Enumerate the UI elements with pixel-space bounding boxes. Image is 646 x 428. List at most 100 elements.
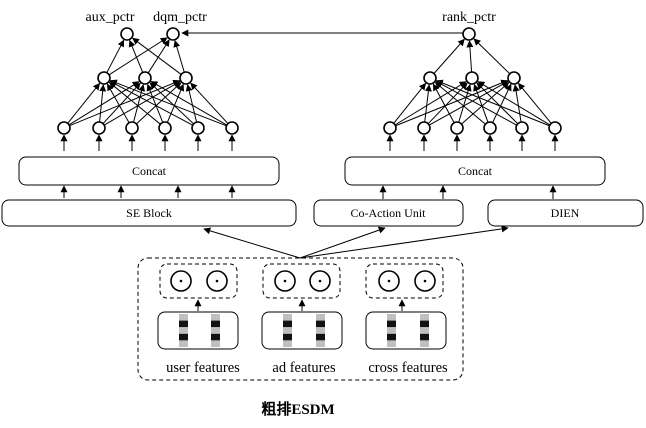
feature-cell-0-0-4 [179,340,188,347]
feature-cell-0-1-0 [211,314,220,321]
output-label-dqm-pctr: dqm_pctr [153,10,207,25]
feature-cell-1-0-1 [283,320,292,328]
edge-left-l1-0-l2-1 [68,81,140,126]
left-layer2-node-1 [138,71,152,85]
edge-right-l1-3-l2-2 [492,83,512,123]
right-layer1-node-4 [515,121,529,135]
edge-left-l1-3-l2-0 [108,81,161,125]
concat-left-label: Concat [132,164,167,178]
edge-right-l1-2-l2-0 [432,83,455,123]
edge-left-l2-1-out-0 [128,39,144,73]
output-label-rank-pctr: rank_pctr [442,10,496,25]
edge-left-l1-2-l2-0 [106,83,130,124]
edge-left-l1-5-l2-2 [190,82,229,124]
arrow-features-to-dien [299,225,509,259]
edge-left-l1-3-l2-2 [166,83,185,123]
right-layer2-node-2 [507,71,521,85]
feature-cell-2-1-4 [420,340,429,347]
edge-left-l2-0-out-0 [106,39,125,73]
right-layer1-node-2 [450,121,464,135]
left-layer2-node-0 [97,71,111,85]
edge-left-l1-5-l2-1 [150,81,228,126]
edge-left-l1-0-l2-0 [67,82,101,124]
diagram-title: 粗排ESDM [261,400,334,418]
edge-left-l1-4-l2-1 [149,82,194,125]
embedding-dot-0-0 [179,279,183,283]
edge-right-l1-5-l2-1 [477,81,551,126]
left-layer1-node-5 [225,121,239,135]
left-layer1-node-4 [191,121,205,135]
edge-right-l1-2-l2-1 [458,84,472,123]
left-output-node-1 [166,27,180,41]
edge-right-l1-1-l2-0 [424,84,432,123]
feature-input-container [137,257,464,381]
feature-cell-1-1-1 [316,320,325,328]
arrow-features-to-co-action [299,226,386,259]
user-feature-box [157,311,239,350]
edge-right-l2-1-out-0 [466,40,474,73]
feature-cell-0-0-2 [179,327,188,334]
right-layer1-node-5 [548,121,562,135]
co-action-unit-label: Co-Action Unit [351,206,427,220]
edge-right-l1-0-l2-2 [395,79,509,127]
edge-right-l2-2-out-0 [473,38,511,75]
edge-right-l1-1-l2-2 [429,80,509,126]
right-layer1-node-3 [483,121,497,135]
feature-cell-1-0-4 [283,340,292,347]
edge-left-l1-2-l2-1 [133,84,146,123]
dien-label: DIEN [551,206,580,220]
feature-cell-1-0-0 [283,314,292,321]
dien-block: DIEN [487,199,644,227]
feature-cell-2-1-2 [420,327,429,334]
feature-bars [179,314,429,347]
edge-right-l1-2-l2-2 [461,82,510,125]
embedding-dot-2-1 [423,279,427,283]
edge-left-l1-1-l2-2 [103,81,181,126]
user-features-label: user features [166,360,240,376]
edge-right-l1-3-l2-1 [473,83,489,123]
se-block: SE Block [1,199,297,227]
feature-cell-0-1-4 [211,340,220,347]
feature-cell-1-0-2 [283,327,292,334]
feature-cell-2-1-0 [420,314,429,321]
feature-cell-1-1-4 [316,340,325,347]
output-label-aux-pctr: aux_pctr [86,10,135,25]
feature-cell-1-1-3 [316,333,325,341]
feature-cell-1-0-3 [283,333,292,341]
edge-right-l1-0-l2-1 [394,81,467,126]
network-nodes [57,27,562,135]
cross-embedding-group [365,263,444,299]
edge-left-l1-0-l2-2 [69,79,181,127]
edge-left-l1-5-l2-0 [109,79,227,127]
feature-cell-0-1-3 [211,333,220,341]
right-layer2-node-1 [465,71,479,85]
ad-features-label: ad features [272,360,336,376]
edge-left-l1-4-l2-0 [109,80,193,126]
edge-left-l2-0-out-1 [108,37,168,76]
embedding-dot-0-1 [215,279,219,283]
edge-right-l1-0-l2-0 [393,82,427,124]
ad-feature-box [261,311,343,350]
edge-left-l1-4-l2-2 [185,84,198,123]
edge-right-l1-5-l2-2 [517,82,552,124]
se-block-label: SE Block [126,206,172,220]
concat-block-left: Concat [18,156,280,186]
feature-cell-1-1-2 [316,327,325,334]
embedding-dot-2-0 [387,279,391,283]
right-layer2-node-0 [423,71,437,85]
edge-left-l1-2-l2-2 [136,82,182,125]
left-layer1-node-2 [125,121,139,135]
edge-left-l2-1-out-1 [147,39,170,74]
edge-right-l1-3-l2-0 [434,82,486,125]
cross-feature-box [365,311,447,350]
right-layer1-node-1 [417,121,431,135]
ad-embedding-group [262,263,341,299]
cross-features-label: cross features [368,360,448,376]
edge-left-l2-2-out-1 [173,40,185,73]
edge-right-l1-4-l2-0 [435,80,517,126]
feature-cell-0-0-1 [179,320,188,328]
feature-cell-2-0-1 [387,320,396,328]
concat-right-label: Concat [458,164,493,178]
left-layer2-node-2 [179,71,193,85]
